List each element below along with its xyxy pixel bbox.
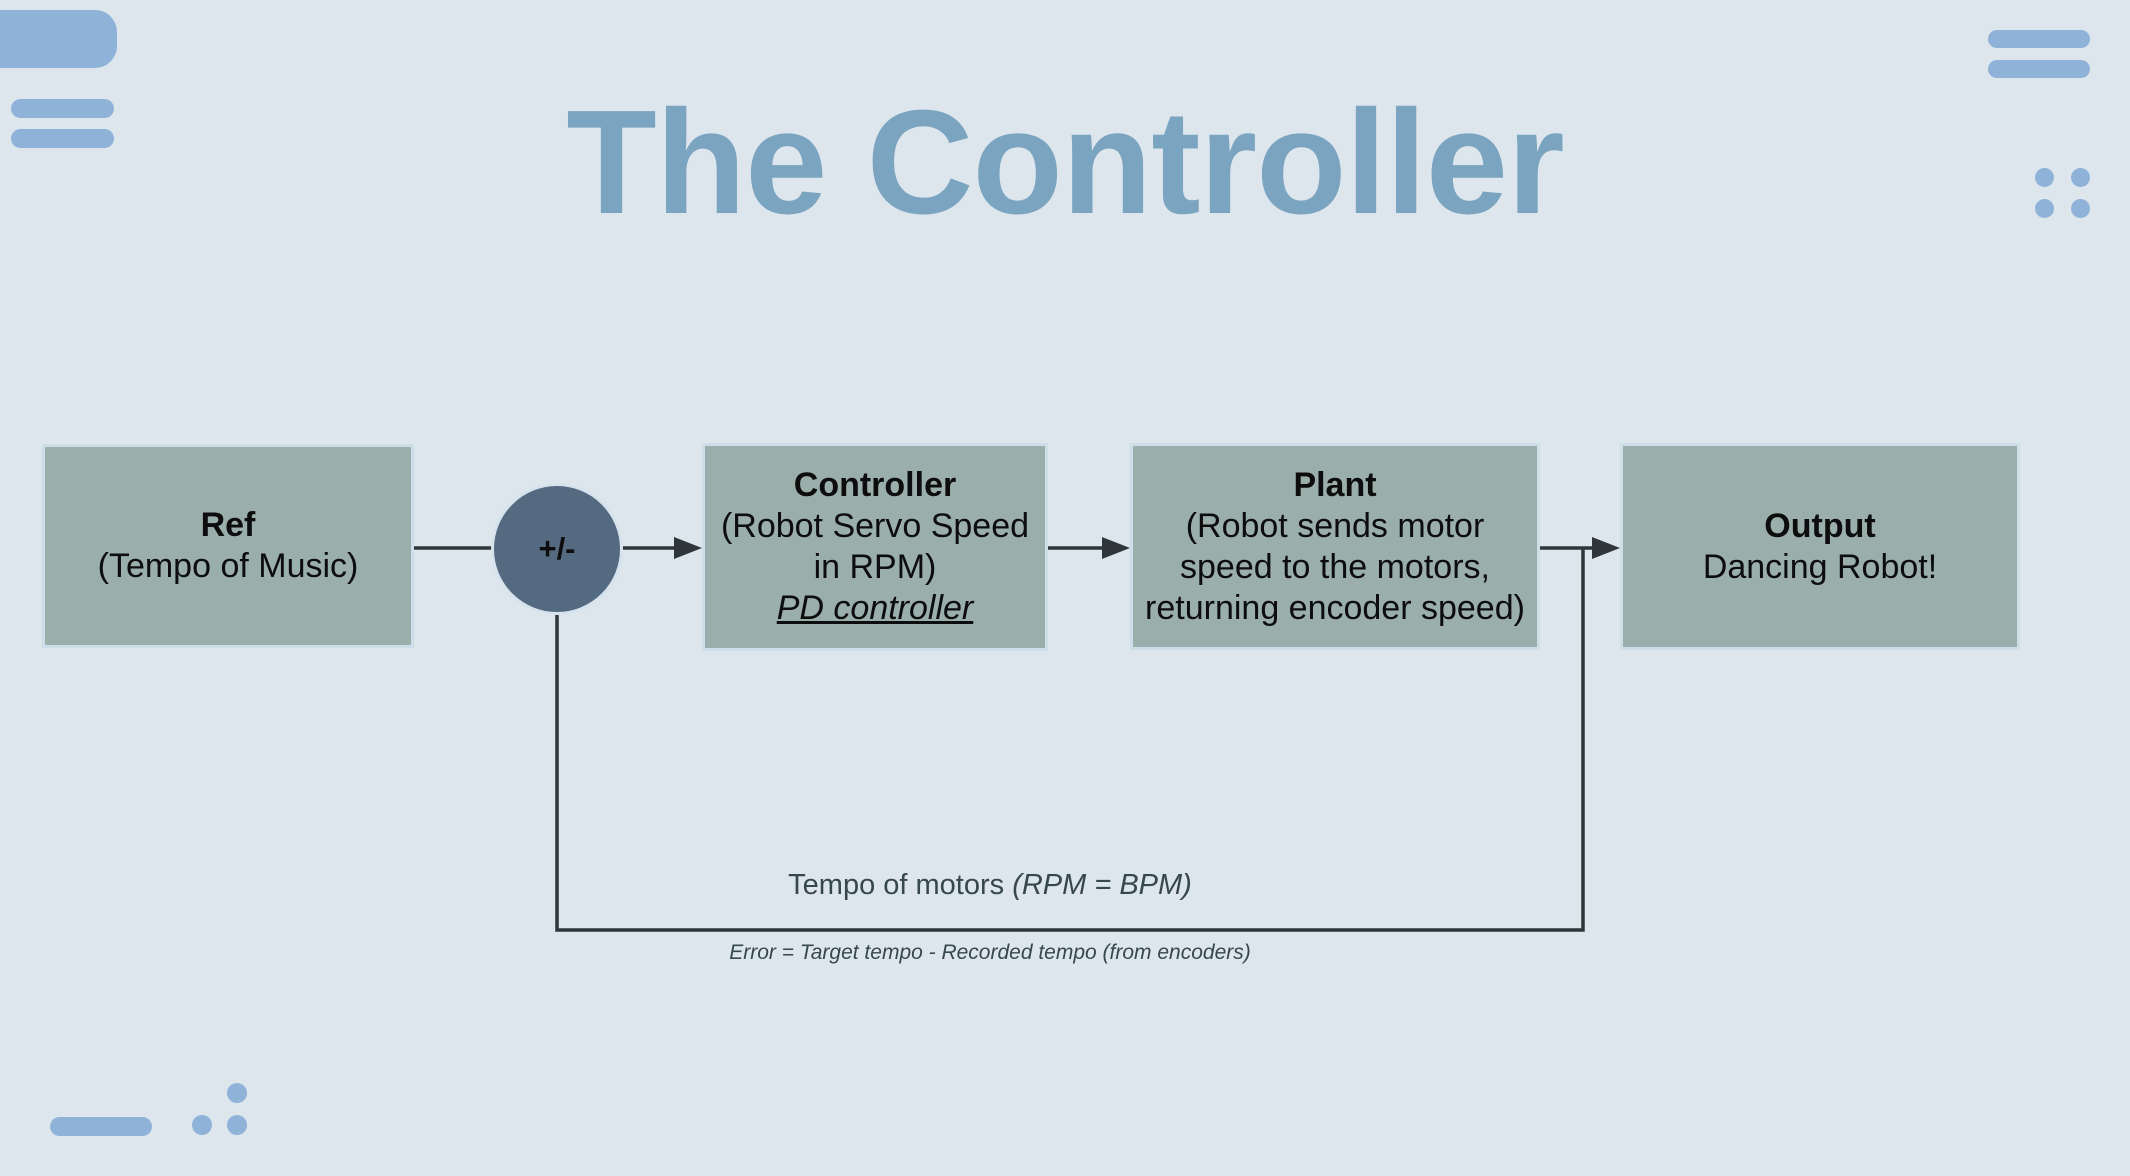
- decor-bar-top-right-1: [1988, 30, 2090, 48]
- block-plant-name: Plant: [1293, 465, 1377, 504]
- decor-dot-bottom-left-2: [192, 1115, 212, 1135]
- decor-dot-bottom-left-3: [227, 1115, 247, 1135]
- feedback-error-label: Error = Target tempo - Recorded tempo (f…: [729, 941, 1251, 964]
- block-output-name: Output: [1764, 506, 1876, 545]
- block-ref-name: Ref: [200, 506, 256, 544]
- block-ref: Ref (Tempo of Music): [42, 444, 414, 648]
- decor-bar-top-right-2: [1988, 60, 2090, 78]
- block-controller: Controller (Robot Servo Speed in RPM) PD…: [702, 443, 1048, 651]
- decor-dot-top-right-2: [2071, 168, 2090, 187]
- feedback-loop-line: [555, 548, 1585, 932]
- decor-dot-top-right-3: [2035, 199, 2054, 218]
- arrowhead-plant: [1102, 537, 1130, 559]
- slide-title: The Controller: [566, 80, 1564, 245]
- block-controller-note: PD controller: [776, 589, 974, 627]
- arrowhead-controller: [674, 537, 702, 559]
- feedback-label-text: Tempo of motors: [788, 869, 1013, 901]
- decor-tab-top-left: [0, 10, 117, 68]
- block-ref-desc: (Tempo of Music): [97, 547, 359, 585]
- summing-junction-label: +/-: [538, 531, 576, 566]
- decor-bar-bottom-left: [50, 1117, 152, 1136]
- block-output-desc: Dancing Robot!: [1702, 547, 1938, 586]
- decor-bar-top-left-2: [11, 129, 114, 148]
- block-output: Output Dancing Robot!: [1620, 443, 2020, 650]
- decor-dot-bottom-left-1: [227, 1083, 247, 1103]
- block-plant: Plant (Robot sends motor speed to the mo…: [1130, 443, 1540, 650]
- decor-bar-top-left-1: [11, 99, 114, 118]
- decor-dot-top-right-4: [2071, 199, 2090, 218]
- decor-dot-top-right-1: [2035, 168, 2054, 187]
- block-controller-desc: (Robot Servo Speed in RPM): [720, 507, 1030, 586]
- arrowhead-output: [1592, 537, 1620, 559]
- feedback-label-italic: (RPM = BPM): [1012, 869, 1192, 901]
- block-controller-name: Controller: [793, 466, 957, 504]
- summing-junction: +/-: [491, 483, 623, 615]
- block-plant-desc: (Robot sends motor speed to the motors, …: [1145, 506, 1525, 627]
- feedback-label: Tempo of motors (RPM = BPM): [425, 869, 1555, 902]
